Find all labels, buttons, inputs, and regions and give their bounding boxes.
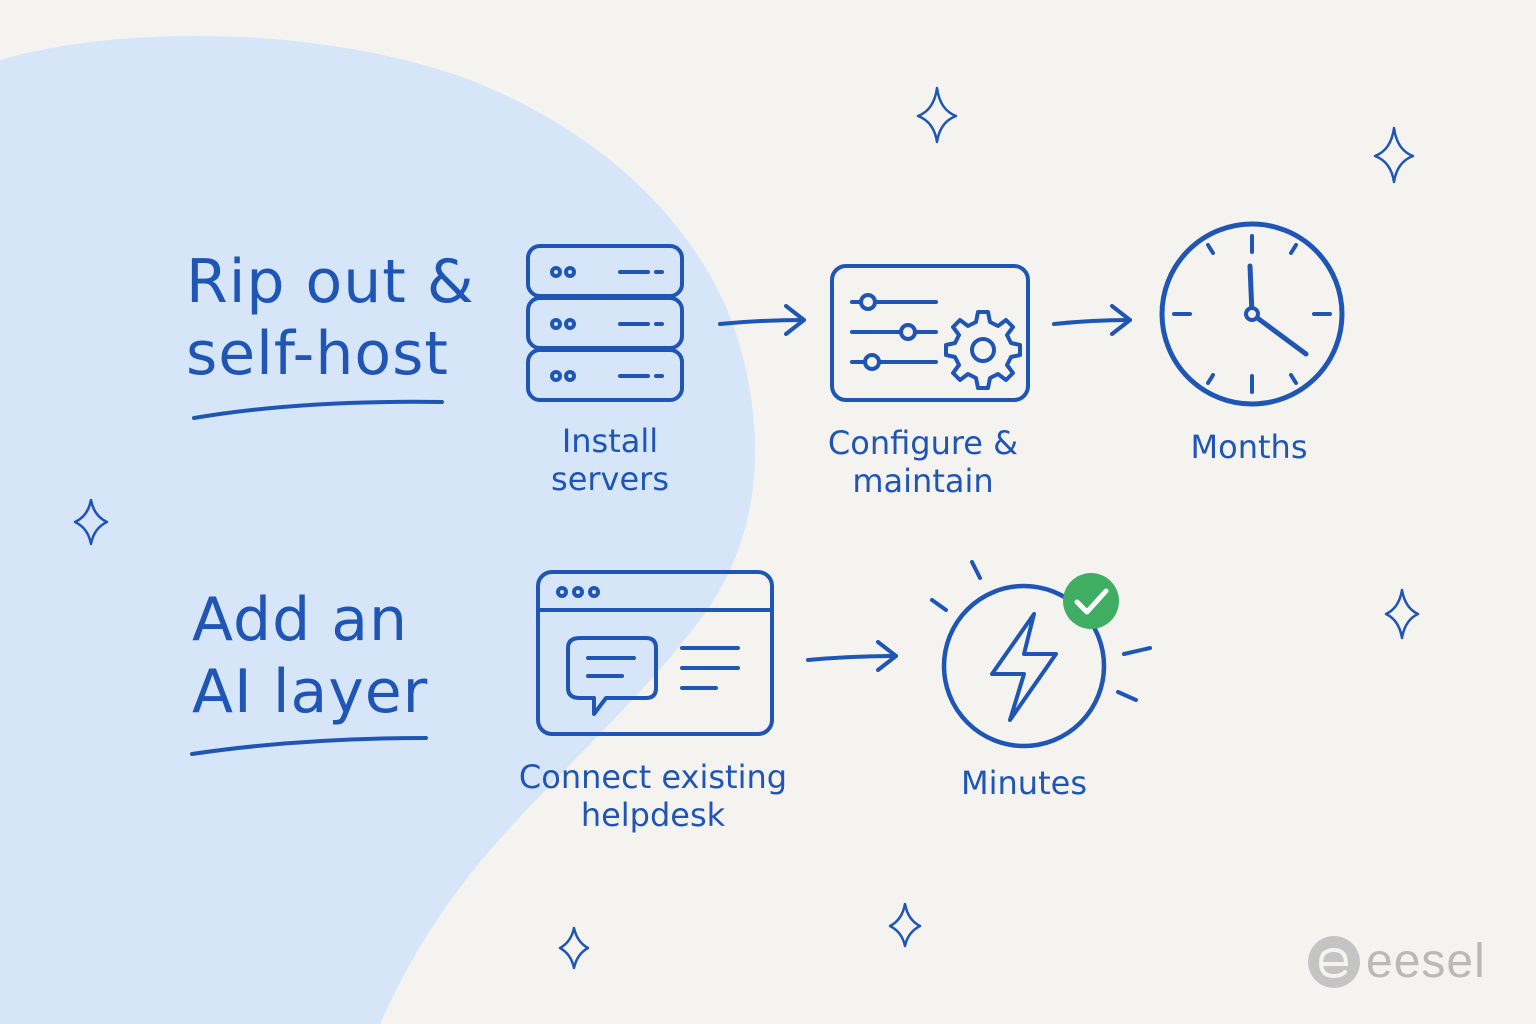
heading-underline <box>192 399 444 420</box>
sparkle-icon <box>1384 588 1420 640</box>
sparkle-icon <box>888 902 922 948</box>
sparkle-icon <box>558 926 590 970</box>
step-label-months: Months <box>1164 428 1334 466</box>
arrow-right-icon <box>718 304 806 336</box>
label-line: Minutes <box>961 764 1087 802</box>
label-line: Connect existing <box>518 758 788 796</box>
eesel-logo-text: eesel <box>1366 935 1486 988</box>
arrow-right-icon <box>1052 304 1132 336</box>
sparkle-icon <box>1373 126 1415 184</box>
lightning-icon <box>990 612 1058 722</box>
label-line: Months <box>1190 428 1308 466</box>
chat-bubble-icon <box>566 636 658 716</box>
background-blob <box>0 35 756 1024</box>
label-line: servers <box>551 460 669 498</box>
label-line: Install <box>561 422 659 460</box>
row-heading-self-host: Rip out & self-host <box>186 246 475 390</box>
settings-panel-icon <box>830 264 1030 402</box>
eesel-logo-icon <box>1308 936 1360 988</box>
lightning-badge-icon <box>930 560 1152 749</box>
server-stack-icon <box>526 244 684 402</box>
clock-icon <box>1159 221 1345 407</box>
step-label-connect-helpdesk: Connect existing helpdesk <box>518 758 788 834</box>
step-label-install-servers: Install servers <box>530 422 690 498</box>
heading-line: Add an <box>192 585 409 655</box>
heading-underline <box>190 736 428 756</box>
label-line: Configure & <box>827 424 1019 462</box>
heading-line: AI layer <box>192 657 429 727</box>
sparkle-icon <box>916 86 958 144</box>
row-heading-ai-layer: Add an AI layer <box>192 584 428 728</box>
label-line: helpdesk <box>580 796 726 834</box>
check-badge-icon <box>1063 573 1119 629</box>
heading-line: self-host <box>186 319 449 389</box>
label-line: maintain <box>852 462 994 500</box>
arrow-right-icon <box>806 640 898 672</box>
heading-line: Rip out & <box>186 247 475 317</box>
sparkle-icon <box>73 498 109 546</box>
step-label-minutes: Minutes <box>936 764 1112 802</box>
step-label-configure-maintain: Configure & maintain <box>812 424 1034 500</box>
helpdesk-window-icon <box>536 570 774 736</box>
gear-icon <box>944 310 1022 390</box>
